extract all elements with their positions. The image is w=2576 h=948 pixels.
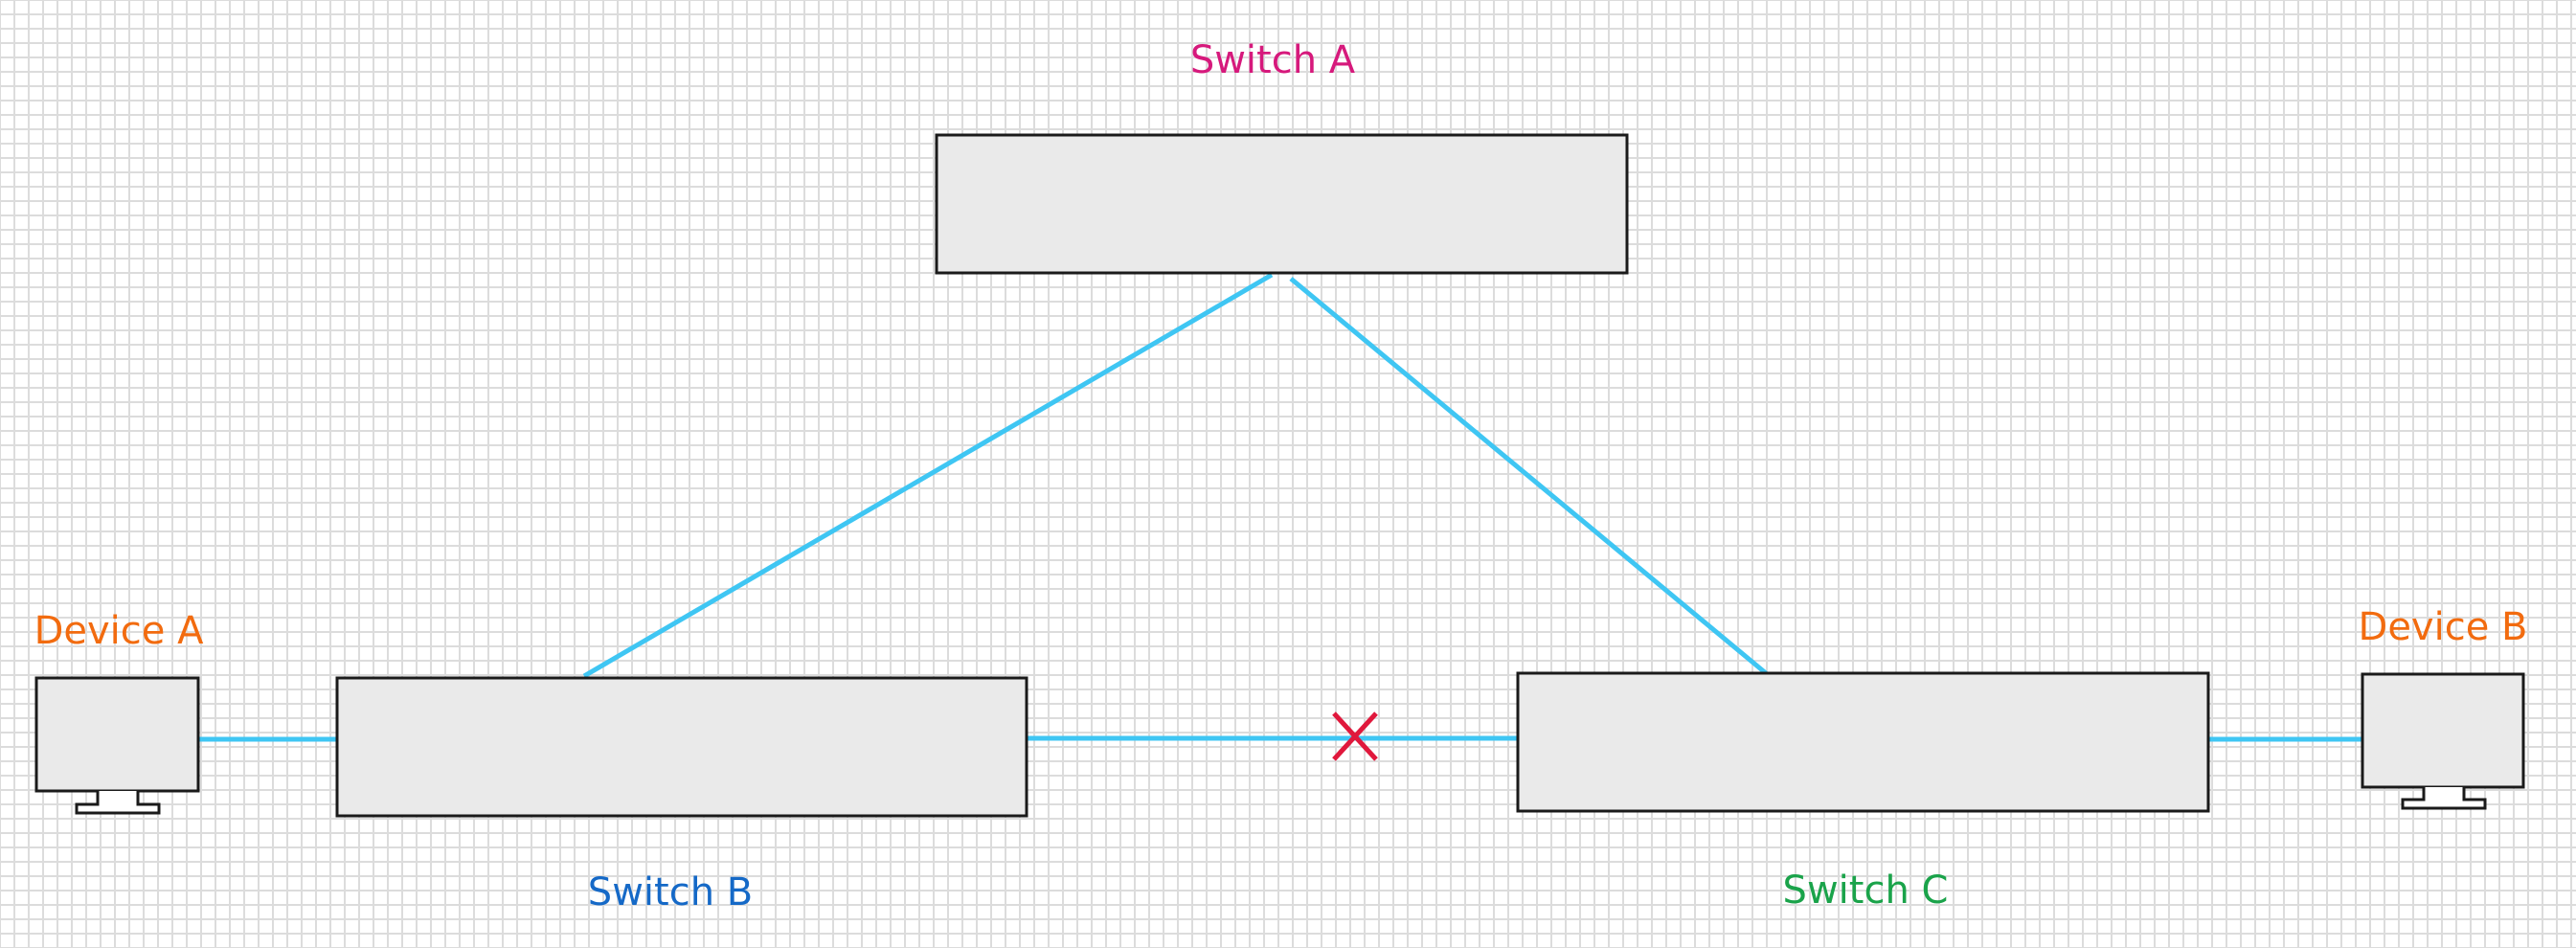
switch-c-box: [1516, 671, 2210, 813]
device-a-monitor-icon: [34, 676, 200, 815]
device-a-label: Device A: [34, 609, 205, 653]
device-b-monitor-icon: [2361, 672, 2525, 810]
switch-b-box: [335, 676, 1028, 818]
link-switch-a-switch-b: [582, 272, 1274, 679]
link-switch-a-switch-c: [1289, 277, 1768, 675]
x-mark-icon: [1332, 711, 1378, 761]
switch-a-label: Switch A: [1190, 38, 1356, 82]
switch-b-label: Switch B: [588, 870, 753, 914]
switch-c-label: Switch C: [1783, 869, 1949, 913]
device-b-label: Device B: [2359, 605, 2528, 649]
switch-a-box: [935, 133, 1629, 275]
